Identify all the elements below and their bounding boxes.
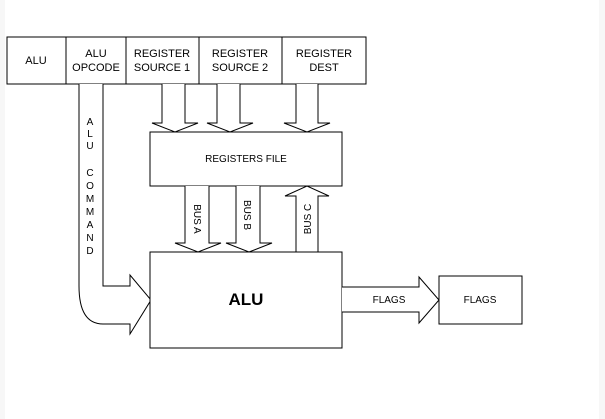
field-src2-line1: REGISTER: [212, 48, 268, 60]
alu-command-letter: O: [86, 181, 94, 192]
field-alu-label: ALU: [25, 55, 46, 67]
flags-arrow-label: FLAGS: [373, 295, 406, 306]
field-opcode-line1: ALU: [85, 48, 106, 60]
alu-command-label: A L U C O M M A N D: [86, 117, 94, 257]
alu-command-letter: U: [86, 141, 93, 152]
alu-box: [149, 251, 343, 349]
registers-file-label: REGISTERS FILE: [205, 154, 287, 165]
registers-file-box: [149, 131, 343, 187]
alu-command-letter: A: [87, 117, 94, 128]
alu-command-letter: N: [86, 233, 93, 244]
field-dest-line2: DEST: [309, 62, 339, 74]
source1-arrow: [151, 84, 199, 133]
alu-command-letter: A: [87, 220, 94, 231]
alu-label: ALU: [229, 290, 264, 309]
instruction-format-border: [6, 36, 367, 85]
field-src1-line1: REGISTER: [134, 48, 190, 60]
field-src2-line2: SOURCE 2: [212, 62, 268, 74]
alu-command-letter: M: [86, 194, 94, 205]
flags-box: [438, 275, 523, 325]
alu-command-letter: C: [86, 168, 93, 179]
source2-arrow: [206, 84, 254, 133]
flags-box-label: FLAGS: [464, 295, 497, 306]
bus-c-label: BUS C: [303, 204, 314, 235]
bus-c-arrow: [284, 185, 330, 252]
field-opcode-line2: OPCODE: [72, 62, 120, 74]
diagram-canvas: ALU ALU OPCODE REGISTER SOURCE 1 REGISTE…: [5, 0, 599, 419]
alu-command-letter: L: [87, 129, 93, 140]
instruction-format: ALU ALU OPCODE REGISTER SOURCE 1 REGISTE…: [6, 36, 367, 85]
field-dest-line1: REGISTER: [296, 48, 352, 60]
bus-a-label: BUS A: [191, 204, 202, 234]
alu-command-arrow: [78, 84, 152, 336]
bus-b-label: BUS B: [241, 200, 252, 230]
field-src1-line2: SOURCE 1: [134, 62, 190, 74]
dest-arrow: [283, 84, 331, 133]
alu-command-letter: D: [86, 246, 93, 257]
alu-command-letter: M: [86, 207, 94, 218]
cpu-datapath-diagram: ALU ALU OPCODE REGISTER SOURCE 1 REGISTE…: [6, 36, 523, 349]
